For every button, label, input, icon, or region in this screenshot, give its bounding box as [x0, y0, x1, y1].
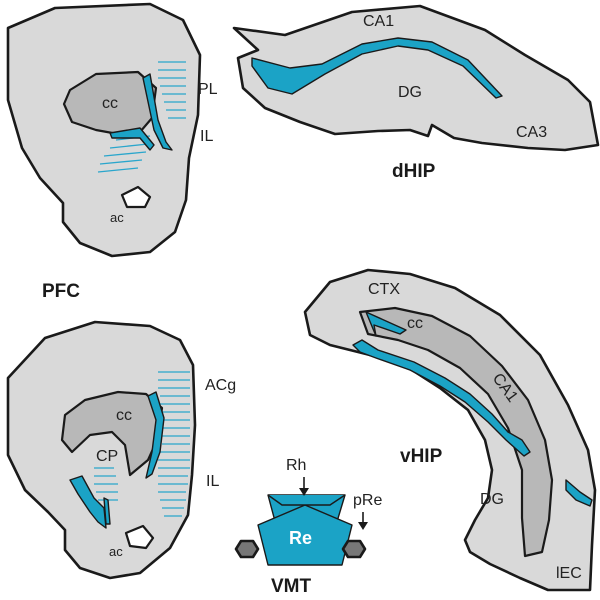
dhip-ca3-label: CA3: [516, 124, 547, 141]
vmt-rh-label: Rh: [286, 457, 306, 474]
vhip-lec-blue-notch: [565, 479, 593, 507]
pfc-bottom-cc-region: [60, 390, 164, 477]
vmt-right-hexagon: [341, 539, 367, 559]
pfc-bottom-ac-label: ac: [109, 544, 123, 559]
pfc-bottom-cp-label: CP: [96, 448, 118, 465]
vmt-left-hexagon: [234, 539, 260, 559]
vhip-lec-label: lEC: [556, 565, 582, 582]
pfc-top-blue-strip: [142, 73, 173, 151]
vmt-pre-label: pRe: [353, 492, 382, 509]
pfc-bottom-outline: [6, 320, 197, 580]
pfc-bottom-ac-hole: [124, 524, 155, 550]
pfc-top-blue-fork: [109, 127, 155, 151]
pfc-top-cc-label: cc: [102, 95, 118, 112]
pfc-top-il-label: IL: [200, 128, 213, 145]
vhip-ctx-label: CTX: [368, 281, 400, 298]
vmt-pre-arrow-head: [358, 522, 368, 530]
vhip-dg-label: DG: [480, 491, 504, 508]
vmt-section: Rh pRe Re VMT: [234, 457, 382, 597]
dhip-title: dHIP: [392, 161, 436, 182]
vmt-title: VMT: [271, 576, 312, 597]
pfc-top-ac-hole: [120, 185, 152, 209]
pfc-bottom-section: ACg cc CP IL ac: [6, 320, 236, 580]
vmt-re-label: Re: [289, 528, 312, 548]
dhip-ca1-label: CA1: [363, 13, 394, 30]
vmt-rh-arrow-head: [299, 488, 309, 496]
dhip-ca1-blue-strip: [251, 37, 503, 99]
pfc-bottom-blue-strip: [145, 391, 165, 479]
dhip-outline: [232, 4, 600, 152]
vhip-cc-blue-arrow: [365, 311, 407, 337]
dhip-dg-label: DG: [398, 84, 422, 101]
pfc-bottom-blue-spike: [103, 497, 111, 525]
vhip-ca1-blue-strip: [352, 339, 531, 457]
pfc-top-pl-label: PL: [198, 81, 218, 98]
pfc-bottom-blue-hook: [69, 475, 107, 529]
vhip-cc-label: cc: [407, 315, 423, 332]
vhip-title: vHIP: [400, 446, 443, 467]
pfc-bottom-acg-label: ACg: [205, 377, 236, 394]
pfc-bottom-il-label: IL: [206, 473, 219, 490]
pfc-top-ac-label: ac: [110, 210, 124, 225]
dhip-section: CA1 DG CA3 dHIP: [232, 4, 600, 182]
pfc-title: PFC: [42, 281, 80, 302]
pfc-top-section: cc PL IL ac: [6, 2, 218, 258]
vmt-re-top-detail: [267, 494, 346, 506]
vhip-cc-band: [358, 306, 554, 558]
pfc-bottom-cc-label: cc: [116, 407, 132, 424]
pfc-bottom-hatch: [94, 371, 190, 517]
vhip-section: CTX cc CA1 vHIP DG lEC: [303, 268, 597, 592]
